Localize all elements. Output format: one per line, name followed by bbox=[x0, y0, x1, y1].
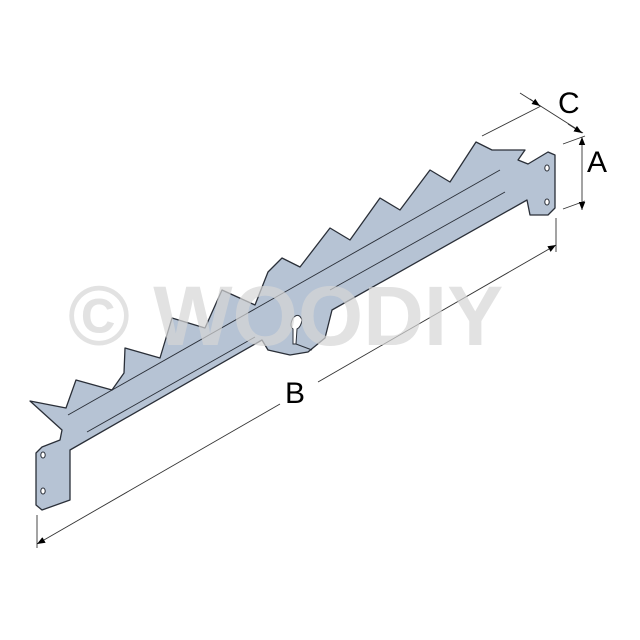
watermark: © WOODIY bbox=[68, 269, 503, 363]
dimension-b bbox=[36, 218, 557, 548]
dimension-label-b: B bbox=[285, 377, 305, 410]
fold-line bbox=[86, 336, 256, 433]
nail-hole bbox=[544, 198, 550, 206]
keyhole bbox=[290, 314, 303, 345]
fold-line bbox=[67, 169, 501, 416]
dimension-a bbox=[562, 135, 586, 210]
nail-hole bbox=[544, 164, 550, 172]
dimension-c bbox=[481, 92, 584, 137]
nail-hole bbox=[40, 487, 46, 495]
nail-hole bbox=[40, 451, 46, 459]
dimension-label-c: C bbox=[558, 87, 580, 120]
dimension-label-a: A bbox=[587, 146, 607, 179]
fold-line bbox=[329, 191, 506, 291]
